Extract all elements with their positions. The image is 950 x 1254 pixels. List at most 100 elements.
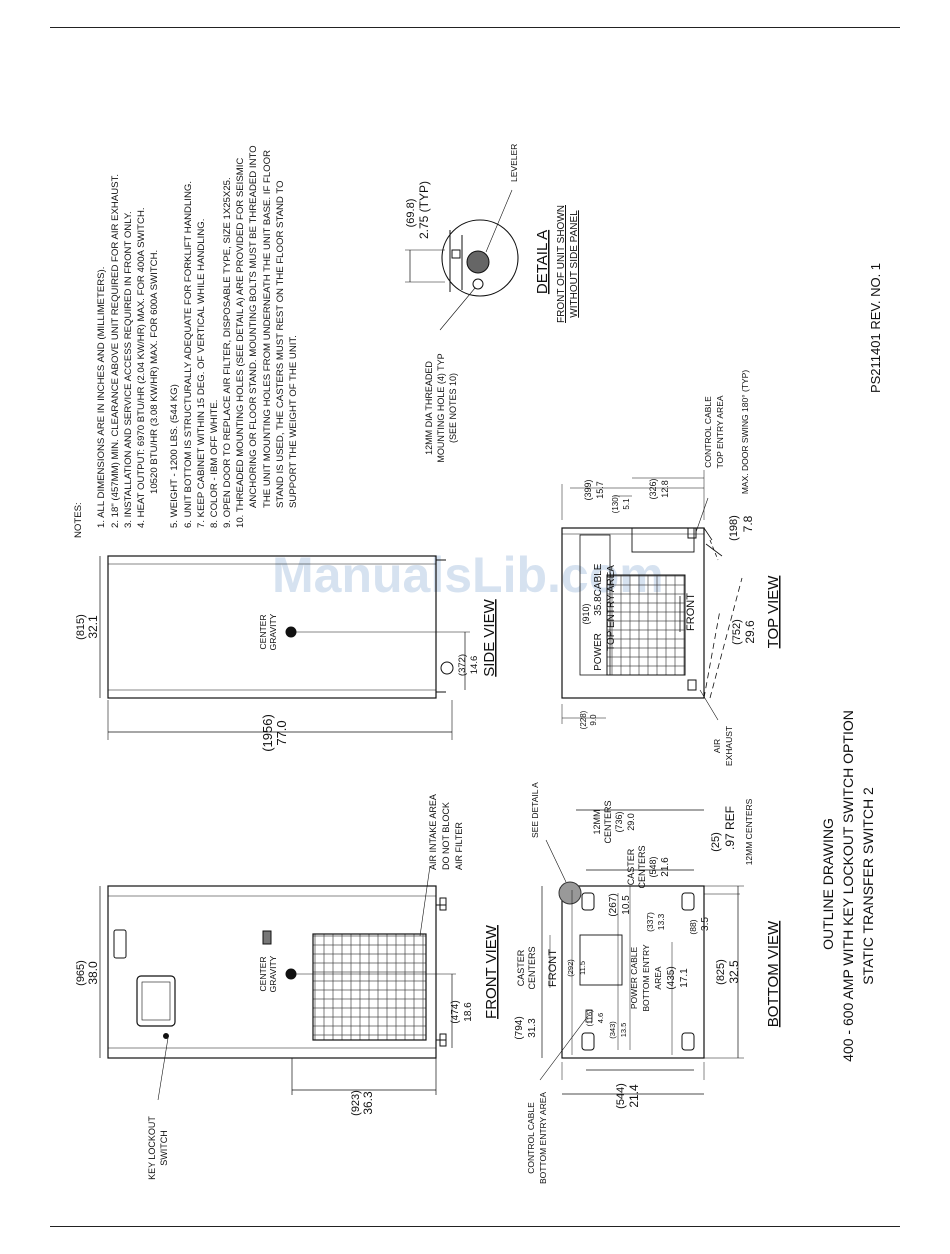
- front-view-cabinet: [107, 885, 437, 1059]
- doc-number: PS211401 REV. NO. 1: [868, 263, 883, 393]
- svg-text:(198): (198): [728, 515, 740, 541]
- svg-text:(910): (910): [581, 603, 591, 624]
- note-line: 6. UNIT BOTTOM IS STRUCTURALLY ADEQUATE …: [183, 181, 194, 528]
- svg-text:2.75 (TYP): 2.75 (TYP): [417, 181, 431, 239]
- key-lockout-switch[interactable]: [163, 1033, 169, 1039]
- note-line: 2. 18" (457MM) MIN. CLEARANCE ABOVE UNIT…: [110, 174, 121, 528]
- svg-text:(548): (548): [648, 856, 658, 877]
- svg-text:12MM: 12MM: [592, 809, 602, 834]
- svg-text:CENTER: CENTER: [258, 957, 268, 992]
- svg-text:(69.8): (69.8): [405, 199, 417, 228]
- svg-text:EXHAUST: EXHAUST: [724, 726, 734, 766]
- control-cable-top-entry: [631, 527, 695, 553]
- side-view: [99, 555, 470, 740]
- title-line-2: 400 - 600 AMP WITH KEY LOCKOUT SWITCH OP…: [840, 710, 856, 1062]
- side-view-label: SIDE VIEW: [481, 598, 498, 676]
- svg-text:14.6: 14.6: [469, 656, 480, 675]
- bottom-view-text: SEE DETAIL A FRONT CASTER CENTERS (794) …: [514, 782, 782, 1184]
- svg-text:CONTROL CABLE: CONTROL CABLE: [526, 1102, 536, 1174]
- svg-text:(965): (965): [75, 960, 87, 986]
- note-line: 3. INSTALLATION AND SERVICE ACCESS REQUI…: [123, 211, 134, 528]
- svg-text:21.6: 21.6: [660, 857, 671, 877]
- note-line: SUPPORT THE WEIGHT OF THE UNIT.: [288, 335, 299, 508]
- svg-text:(88): (88): [688, 919, 698, 934]
- svg-text:32.1: 32.1: [86, 615, 100, 639]
- svg-text:29.0: 29.0: [626, 813, 636, 831]
- svg-text:POWER: POWER: [593, 633, 604, 671]
- svg-text:(544): (544): [615, 1083, 627, 1109]
- svg-text:POWER CABLE: POWER CABLE: [629, 947, 639, 1010]
- detail-a-label: DETAIL A: [534, 230, 551, 294]
- svg-text:13.5: 13.5: [619, 1023, 628, 1038]
- top-rule: [50, 27, 900, 28]
- svg-text:15.7: 15.7: [595, 481, 605, 499]
- svg-text:(372): (372): [457, 654, 468, 676]
- svg-text:TOP ENTRY AREA: TOP ENTRY AREA: [715, 395, 725, 468]
- svg-text:(337): (337): [645, 912, 655, 932]
- svg-text:(292): (292): [566, 959, 575, 977]
- front-view: [99, 865, 456, 1101]
- side-view-text: (815) 32.1 (1956) 77.0 (372) 14.6 CENTER…: [75, 598, 498, 751]
- front-view-label: FRONT VIEW: [483, 924, 500, 1019]
- svg-text:MAX. DOOR SWING 180° (TYP): MAX. DOOR SWING 180° (TYP): [740, 370, 750, 494]
- svg-text:12MM CENTERS: 12MM CENTERS: [744, 798, 754, 865]
- svg-text:FRONT: FRONT: [685, 593, 697, 631]
- svg-text:(794): (794): [514, 1016, 525, 1039]
- svg-text:(130): (130): [611, 494, 620, 513]
- exhaust-grille: [606, 574, 686, 676]
- svg-text:36.3: 36.3: [361, 1091, 375, 1115]
- svg-text:DO NOT BLOCK: DO NOT BLOCK: [441, 802, 451, 870]
- svg-text:AIR FILTER: AIR FILTER: [454, 822, 464, 870]
- svg-text:9.0: 9.0: [589, 714, 598, 726]
- note-line: THE UNIT MOUNTING HOLES FROM UNDERNEATH …: [262, 150, 273, 508]
- svg-text:11.5: 11.5: [578, 961, 587, 975]
- front-door-handle: [113, 929, 127, 959]
- note-line: 10. THREADED MOUNTING HOLES (SEE DETAIL …: [235, 158, 246, 528]
- svg-text:KEY LOCKOUT: KEY LOCKOUT: [147, 1116, 157, 1180]
- title-line-3: STATIC TRANSFER SWITCH 2: [860, 787, 876, 985]
- svg-text:(815): (815): [75, 614, 87, 640]
- svg-text:FRONT OF UNIT SHOWN: FRONT OF UNIT SHOWN: [556, 205, 567, 323]
- note-line: 8. COLOR - IBM OFF WHITE.: [209, 400, 220, 528]
- svg-text:4.6: 4.6: [596, 1013, 605, 1023]
- bottom-rule: [50, 1226, 900, 1227]
- bottom-view-base: [561, 885, 705, 1059]
- svg-text:(736): (736): [614, 811, 624, 832]
- note-line: 10520 BTU/HR (3.08 KW/HR) MAX. FOR 600A …: [149, 250, 160, 494]
- svg-text:MOUNTING HOLE (4) TYP: MOUNTING HOLE (4) TYP: [436, 353, 446, 462]
- svg-text:(399): (399): [583, 479, 593, 500]
- air-intake-grille: [312, 933, 427, 1041]
- detail-a-text: (69.8) 2.75 (TYP) LEVELER 12MM DIA THREA…: [405, 144, 580, 463]
- note-line: 7. KEEP CABINET WITHIN 15 DEG. OF VERTIC…: [196, 219, 207, 528]
- svg-text:(228): (228): [579, 710, 588, 729]
- svg-text:31.3: 31.3: [527, 1018, 538, 1038]
- svg-text:.97 REF: .97 REF: [723, 806, 737, 850]
- leveler-icon: [466, 250, 490, 274]
- svg-text:10.5: 10.5: [621, 895, 632, 915]
- svg-text:12MM DIA THREADED: 12MM DIA THREADED: [424, 361, 434, 455]
- top-view-label: TOP VIEW: [765, 575, 782, 649]
- detail-a: [405, 189, 519, 331]
- svg-text:AIR: AIR: [712, 739, 722, 753]
- svg-text:(435): (435): [666, 966, 677, 989]
- svg-text:SWITCH: SWITCH: [159, 1130, 169, 1166]
- svg-text:(25): (25): [710, 832, 722, 852]
- svg-text:AIR INTAKE AREA: AIR INTAKE AREA: [428, 794, 438, 870]
- svg-text:12.8: 12.8: [660, 480, 670, 498]
- svg-text:CABLE: CABLE: [593, 563, 604, 596]
- title-line-1: OUTLINE DRAWING: [820, 818, 836, 950]
- svg-text:(267): (267): [608, 893, 619, 916]
- svg-text:77.0: 77.0: [274, 720, 289, 745]
- top-view-text: (399) 15.7 (130) 5.1 (326) 12.8 (910) PO…: [579, 370, 782, 766]
- svg-text:18.6: 18.6: [463, 1002, 474, 1022]
- svg-text:7.8: 7.8: [741, 515, 755, 532]
- note-line: ANCHORING OR FLOOR STAND. MOUNTING BOLTS…: [248, 145, 259, 508]
- svg-text:17.1: 17.1: [679, 968, 690, 988]
- svg-text:CASTER: CASTER: [626, 848, 636, 885]
- svg-text:BOTTOM ENTRY: BOTTOM ENTRY: [641, 944, 651, 1012]
- svg-text:CENTERS: CENTERS: [637, 845, 647, 888]
- note-line: 4. HEAT OUTPUT: 6970 BTU/HR (2.04 KW/HR)…: [136, 207, 147, 528]
- note-line: STAND IS USED, THE CASTERS MUST REST ON …: [275, 181, 286, 508]
- svg-text:(116): (116): [585, 1009, 594, 1026]
